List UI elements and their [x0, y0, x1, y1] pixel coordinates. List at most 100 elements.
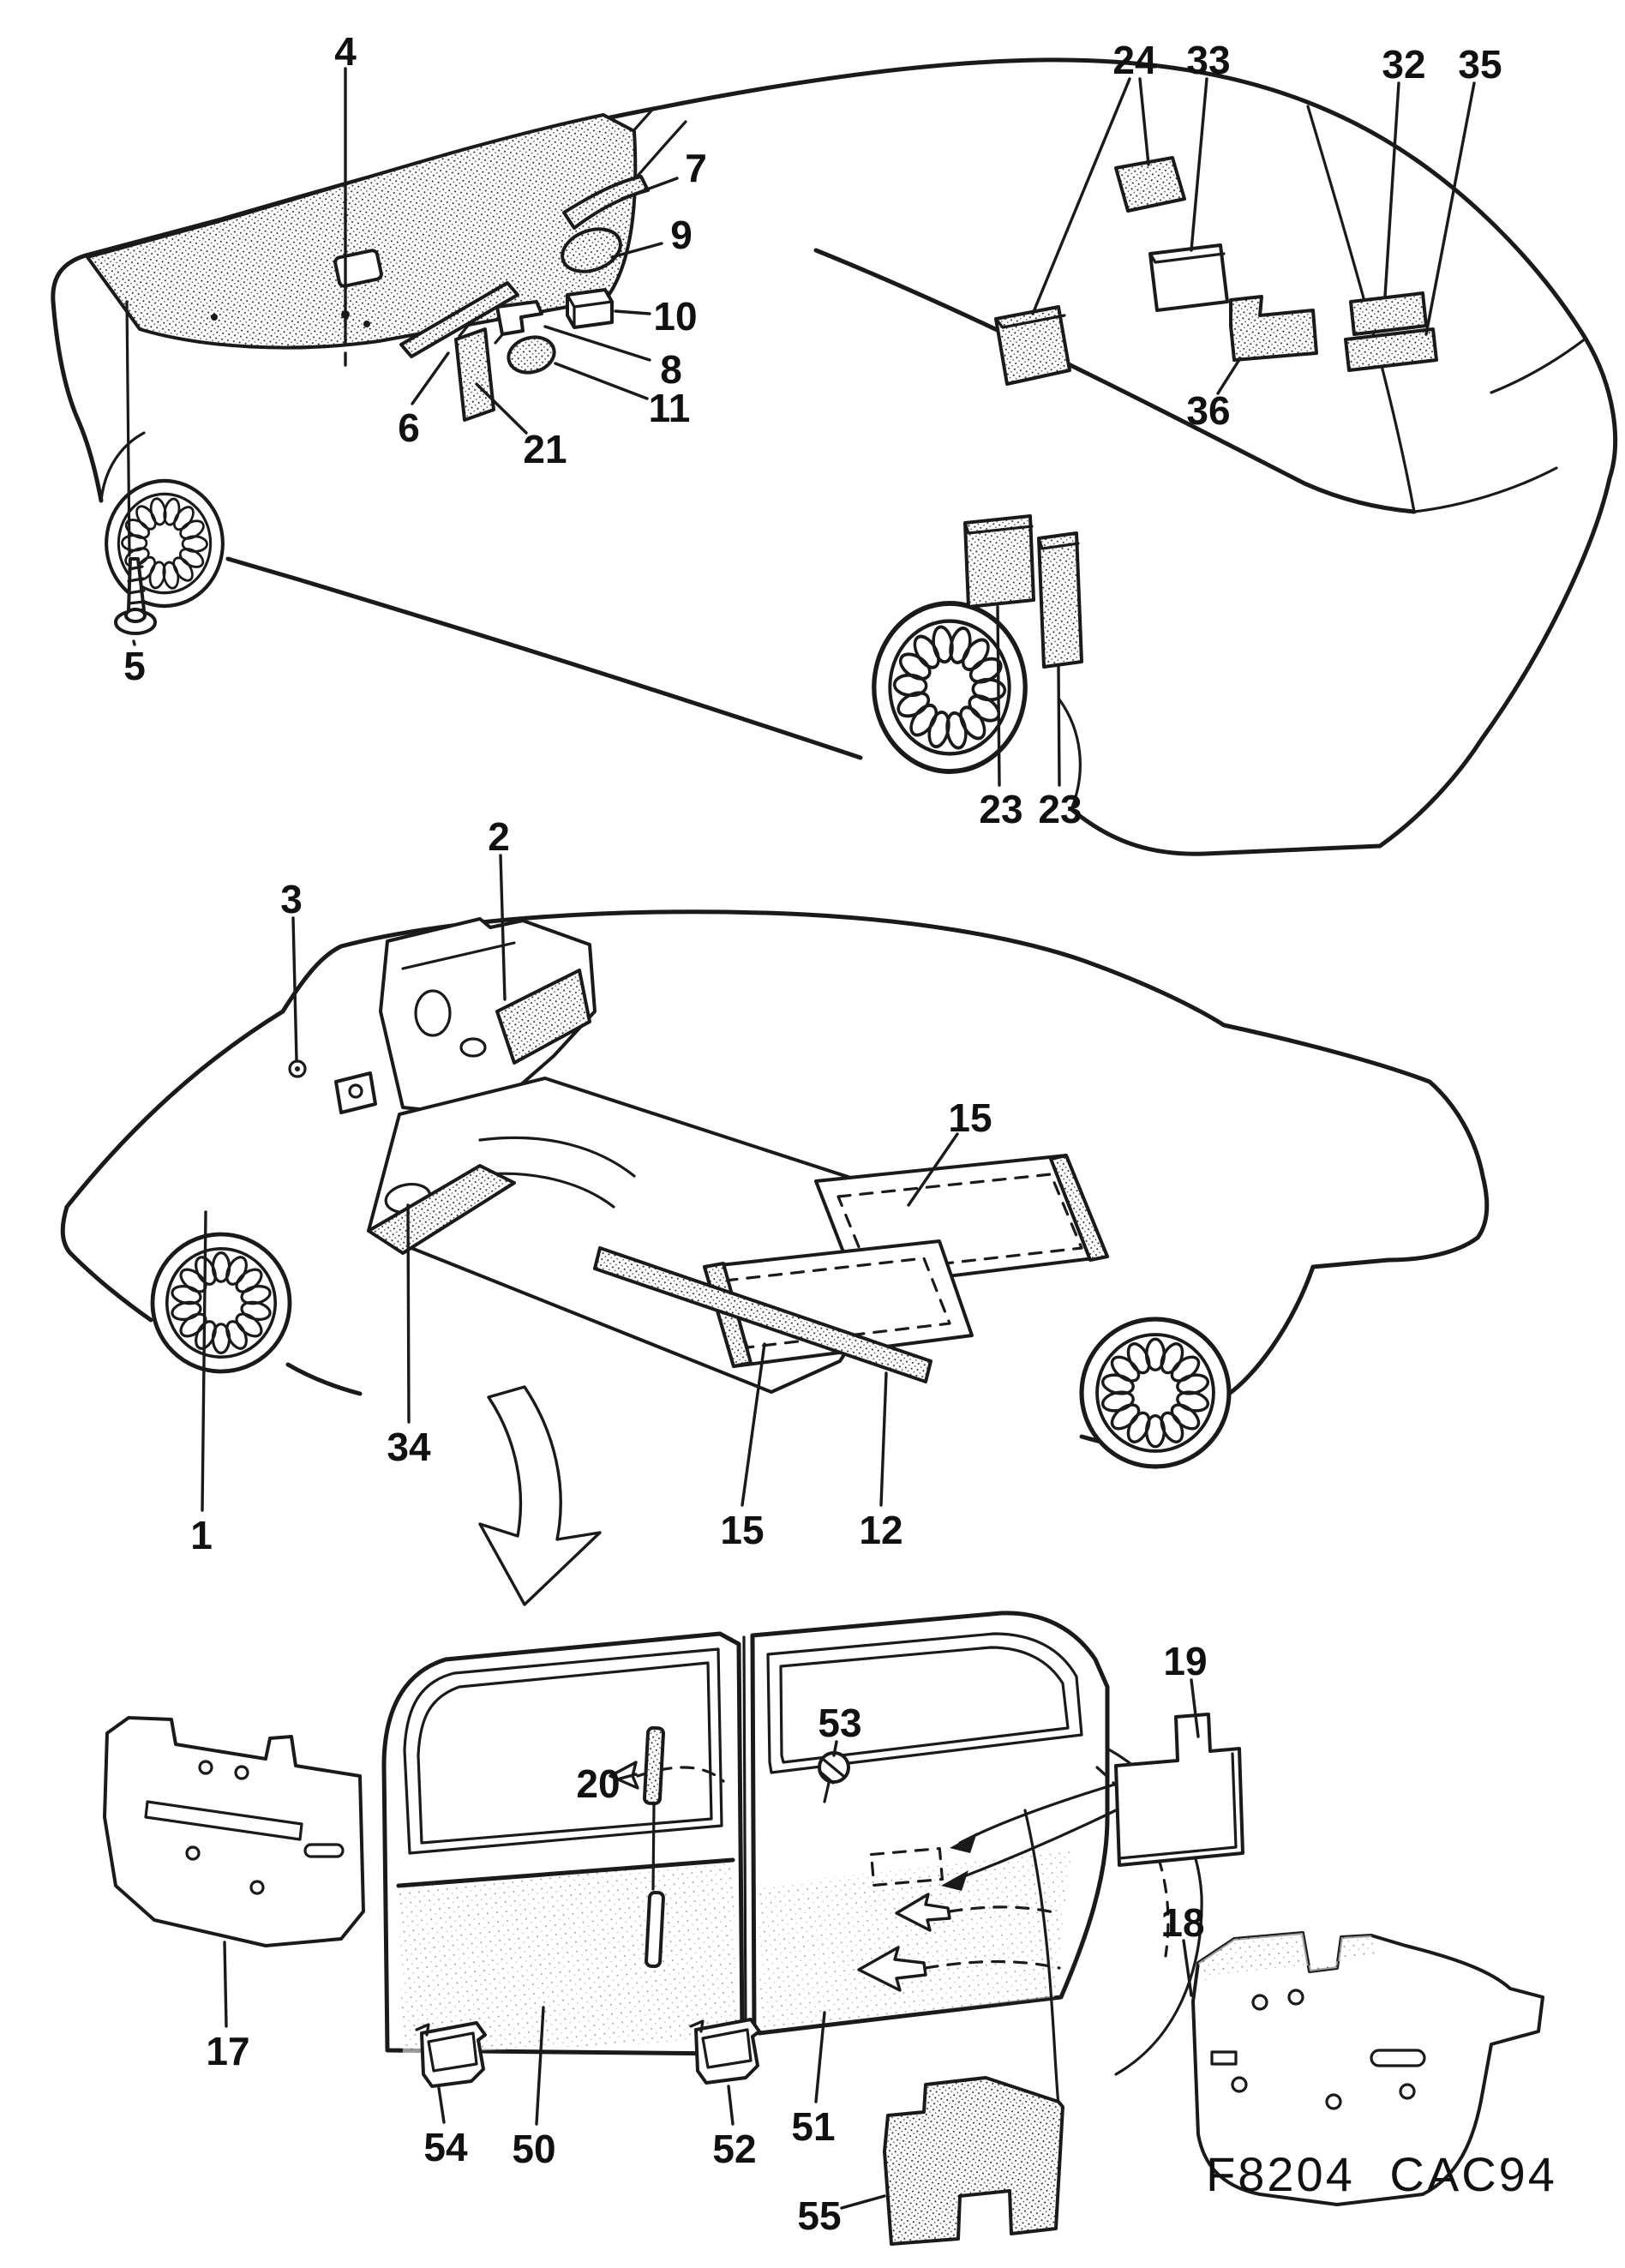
part-10-block: [566, 288, 614, 329]
callout-10: 10: [614, 294, 698, 339]
svg-text:54: 54: [423, 2125, 468, 2169]
callout-24: 24: [1031, 38, 1157, 315]
svg-text:17: 17: [206, 2029, 249, 2073]
front-wheel: [95, 469, 233, 617]
callout-23: 23: [979, 605, 1023, 831]
svg-text:15: 15: [720, 1508, 764, 1552]
callout-35: 35: [1424, 42, 1502, 336]
front-door-arrow: [609, 1761, 639, 1790]
callout-2: 2: [488, 814, 510, 1001]
part-17-door-panel: [103, 1716, 365, 1947]
callout-12: 12: [859, 1371, 903, 1552]
part-5-screw: [114, 300, 157, 635]
front-wheel: [153, 1234, 290, 1371]
callout-21: 21: [475, 382, 567, 471]
top-view-car: [51, 57, 1618, 856]
svg-text:55: 55: [797, 2193, 841, 2238]
svg-text:21: 21: [523, 427, 567, 471]
part-55-kick-pad: [883, 1809, 1064, 2246]
callout-54: 54: [423, 2086, 468, 2169]
svg-text:9: 9: [670, 213, 693, 257]
part-12-sill-strip: [593, 1246, 932, 1383]
part-53-grommet: [818, 1751, 850, 1803]
part-35-pad: [1344, 327, 1438, 372]
callout-11: 11: [554, 362, 691, 430]
part-7-pad: [562, 175, 650, 230]
callout-33: 33: [1186, 38, 1231, 252]
part-2-firewall-panel: [379, 917, 597, 1118]
part-32-pad: [1349, 291, 1428, 336]
svg-text:3: 3: [280, 877, 303, 921]
callout-15: 15: [907, 1095, 992, 1207]
part-2-stipple: [495, 969, 591, 1065]
svg-text:7: 7: [685, 146, 707, 190]
part-23-pad-left: [963, 514, 1035, 609]
callout-4: 4: [334, 29, 357, 370]
down-arrow: [478, 1385, 602, 1606]
part-23-pad-right: [1037, 531, 1083, 669]
callout-52: 52: [712, 2085, 757, 2171]
callout-7: 7: [620, 146, 707, 201]
part-8-bracket: [495, 300, 543, 336]
svg-text:34: 34: [387, 1425, 431, 1469]
svg-text:35: 35: [1458, 42, 1502, 87]
callout-51: 51: [791, 2011, 836, 2149]
svg-text:50: 50: [512, 2127, 555, 2171]
callout-55: 55: [797, 2193, 886, 2238]
callout-36: 36: [1186, 357, 1242, 433]
part-36-pad: [1229, 295, 1318, 362]
part-52-clip: [689, 2018, 761, 2085]
part-24-pad-lower: [994, 305, 1071, 386]
part-9-pad: [561, 227, 622, 273]
swing-arrow-upper: [895, 1893, 951, 1932]
bottom-view-doors: F8204 CAC94: [103, 1611, 1557, 2246]
svg-text:53: 53: [818, 1701, 861, 1745]
figure-code: F8204 CAC94: [1206, 2147, 1557, 2201]
callout-17: 17: [206, 1941, 250, 2073]
svg-text:11: 11: [649, 386, 691, 430]
callout-8: 8: [543, 325, 682, 392]
svg-text:18: 18: [1160, 1900, 1204, 1945]
rear-wheel: [1082, 1319, 1229, 1467]
callout-9: 9: [610, 213, 693, 259]
part-21-pad: [454, 327, 495, 422]
part-19-pad: [941, 1713, 1244, 1891]
callout-1: 1: [190, 1210, 213, 1557]
svg-text:52: 52: [712, 2127, 756, 2171]
svg-text:51: 51: [791, 2104, 835, 2149]
svg-text:8: 8: [660, 347, 682, 392]
svg-text:32: 32: [1382, 42, 1425, 87]
callout-15-2: 15: [720, 1342, 766, 1552]
part-54-clip: [415, 2021, 487, 2088]
part-20-strip: [643, 1725, 665, 1806]
part-6-strip: [399, 281, 519, 358]
svg-text:10: 10: [653, 294, 697, 339]
svg-text:33: 33: [1186, 38, 1230, 82]
rear-wheel: [862, 590, 1037, 784]
svg-text:36: 36: [1186, 388, 1230, 433]
callout-3: 3: [280, 877, 303, 1062]
part-11-pad: [507, 335, 556, 375]
svg-text:4: 4: [334, 29, 357, 74]
svg-text:2: 2: [488, 814, 510, 859]
callout-20: 20: [576, 1761, 638, 1806]
svg-text:24: 24: [1112, 38, 1157, 82]
cowl-bracket: [334, 1071, 377, 1114]
svg-text:5: 5: [123, 644, 146, 688]
part-20-strip-lower: [645, 1890, 665, 1969]
callout-34: 34: [387, 1203, 431, 1469]
middle-view-car: [60, 909, 1490, 1606]
callout-5: 5: [123, 639, 146, 688]
svg-text:15: 15: [948, 1095, 992, 1140]
svg-text:23: 23: [1038, 787, 1082, 831]
callout-32: 32: [1382, 42, 1426, 298]
floor-stipple: [367, 1164, 516, 1255]
svg-text:6: 6: [398, 405, 420, 450]
swing-arrow-lower: [857, 1946, 927, 1992]
svg-text:20: 20: [576, 1761, 620, 1806]
part-24-pad-upper: [1114, 156, 1186, 213]
callout-53: 53: [818, 1701, 862, 1757]
